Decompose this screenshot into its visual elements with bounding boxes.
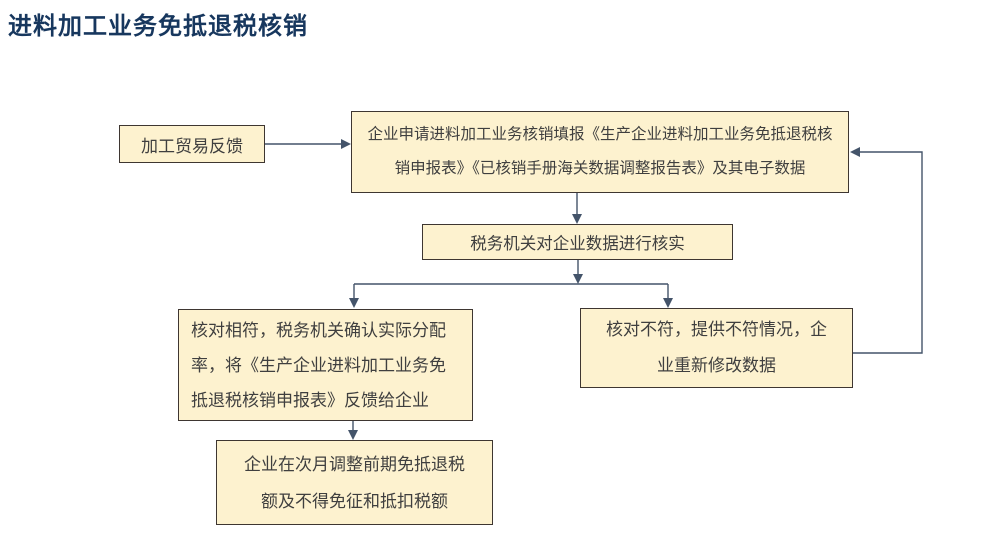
node-processing-trade-feedback: 加工贸易反馈 [119, 125, 265, 163]
node-label: 核对相符，税务机关确认实际分配率，将《生产企业进料加工业务免抵退税核销申报表》反… [191, 320, 446, 410]
node-enterprise-application: 企业申请进料加工业务核销填报《生产企业进料加工业务免抵退税核销申报表》《已核销手… [351, 111, 849, 193]
node-tax-authority-verification: 税务机关对企业数据进行核实 [422, 224, 733, 260]
node-label: 加工贸易反馈 [141, 136, 243, 156]
arrow-split-to-match [349, 284, 359, 308]
arrow-verify-to-split [573, 260, 583, 284]
arrow-apply-to-verify [572, 193, 582, 224]
node-next-month-adjustment: 企业在次月调整前期免抵退税额及不得免征和抵扣税额 [216, 440, 493, 525]
arrow-match-to-adjust [348, 421, 358, 440]
node-label: 税务机关对企业数据进行核实 [470, 235, 685, 253]
node-verification-match: 核对相符，税务机关确认实际分配率，将《生产企业进料加工业务免抵退税核销申报表》反… [178, 309, 473, 421]
page-title: 进料加工业务免抵退税核销 [8, 14, 308, 40]
node-verification-mismatch: 核对不符，提供不符情况，企业重新修改数据 [580, 308, 853, 388]
arrow-split-to-mismatch [663, 284, 673, 308]
node-label: 核对不符，提供不符情况，企业重新修改数据 [606, 320, 827, 375]
arrow-mismatch-loop-to-apply [850, 147, 923, 354]
arrow-feedback-to-apply [265, 139, 351, 149]
node-label: 企业申请进料加工业务核销填报《生产企业进料加工业务免抵退税核销申报表》《已核销手… [367, 126, 833, 177]
node-label: 企业在次月调整前期免抵退税额及不得免征和抵扣税额 [244, 454, 465, 511]
